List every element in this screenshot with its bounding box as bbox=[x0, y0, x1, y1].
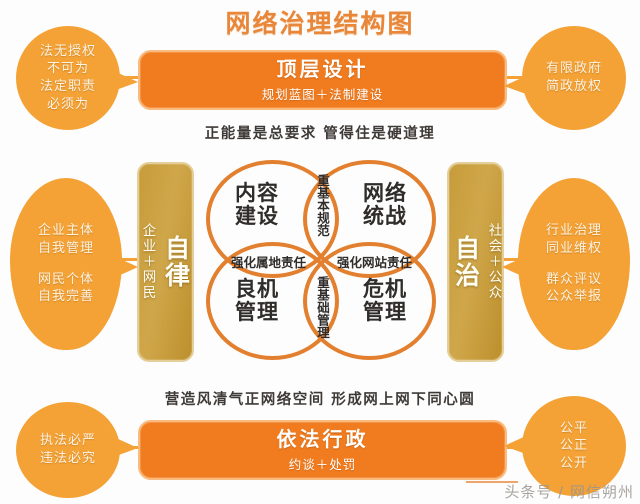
venn-label-bottom-right: 危机管理 bbox=[363, 277, 407, 324]
venn-label-bottom-left: 良机管理 bbox=[235, 277, 279, 324]
callout-top-left-text: 法无授权不可为法定职责必须为 bbox=[39, 43, 96, 112]
callout-tail-icon bbox=[118, 258, 138, 276]
tagline-top: 正能量是总要求 管得住是硬道理 bbox=[204, 126, 436, 142]
callout-bottom-left-text: 执法必严违法必究 bbox=[39, 433, 96, 466]
callout-top-left[interactable]: 法无授权不可为法定职责必须为 bbox=[16, 26, 138, 130]
pillar-self-governance[interactable]: 自治 社会＋公众 bbox=[447, 162, 504, 362]
callout-mid-left-group2: 网民个体自我完善 bbox=[37, 271, 94, 305]
callout-mid-right[interactable]: 行业治理同业维权 群众评议公众举报 bbox=[502, 178, 630, 350]
callout-tail-icon bbox=[504, 76, 526, 94]
bottom-block-subheading: 约谈＋处罚 bbox=[288, 456, 357, 472]
venn-overlap-right: 强化网站责任 bbox=[337, 255, 413, 270]
callout-mid-left-group1: 企业主体自我管理 bbox=[37, 223, 94, 256]
callout-top-right[interactable]: 有限政府简政放权 bbox=[504, 26, 626, 130]
callout-mid-left[interactable]: 企业主体自我管理 网民个体自我完善 bbox=[10, 178, 138, 350]
venn-circle-crisis-management[interactable] bbox=[303, 242, 436, 360]
pillar-left-main: 自律 bbox=[161, 235, 191, 289]
callout-mid-right-group2: 群众评议公众举报 bbox=[545, 271, 602, 305]
pillar-right-sub: 社会＋公众 bbox=[485, 223, 502, 301]
venn-overlap-bottom: 重基础管理 bbox=[315, 276, 330, 339]
venn-label-top-right: 网络统战 bbox=[363, 181, 407, 228]
tagline-bottom: 营造风清气正网络空间 形成网上网下同心圆 bbox=[164, 392, 476, 408]
pillar-right-main: 自治 bbox=[451, 235, 481, 289]
callout-tail-icon bbox=[116, 72, 138, 90]
top-level-design-block[interactable]: 顶层设计 规划蓝图＋法制建设 bbox=[138, 50, 507, 110]
callout-bottom-left[interactable]: 执法必严违法必究 bbox=[16, 402, 138, 498]
venn-overlap-top: 重基本规范 bbox=[315, 174, 330, 237]
callout-bottom-right[interactable]: 公平公正公开 bbox=[504, 396, 626, 496]
rule-of-law-administration-block[interactable]: 依法行政 约谈＋处罚 bbox=[138, 420, 507, 480]
venn-overlap-left: 强化属地责任 bbox=[231, 255, 307, 270]
venn-label-top-left: 内容建设 bbox=[235, 181, 279, 228]
callout-bottom-right-text: 公平公正公开 bbox=[559, 420, 588, 471]
callout-mid-right-group1: 行业治理同业维权 bbox=[545, 223, 602, 256]
watermark-rule bbox=[466, 481, 518, 483]
page-title: 网络治理结构图 bbox=[225, 9, 415, 38]
top-block-subheading: 规划蓝图＋法制建设 bbox=[261, 86, 384, 102]
venn-diagram: 内容建设 网络统战 良机管理 危机管理 重基本规范 重基础管理 强化属地责任 强… bbox=[206, 160, 436, 360]
callout-tail-icon bbox=[504, 436, 526, 454]
callout-tail-icon bbox=[502, 258, 522, 276]
pillar-left-sub: 企业＋网民 bbox=[139, 223, 156, 301]
watermark: 头条号 / 网信朔州 bbox=[504, 483, 634, 501]
callout-top-right-text: 有限政府简政放权 bbox=[545, 61, 602, 94]
callout-tail-icon bbox=[116, 438, 138, 456]
top-block-heading: 顶层设计 bbox=[276, 56, 369, 81]
bottom-block-heading: 依法行政 bbox=[276, 426, 369, 451]
pillar-self-discipline[interactable]: 企业＋网民 自律 bbox=[137, 162, 194, 362]
